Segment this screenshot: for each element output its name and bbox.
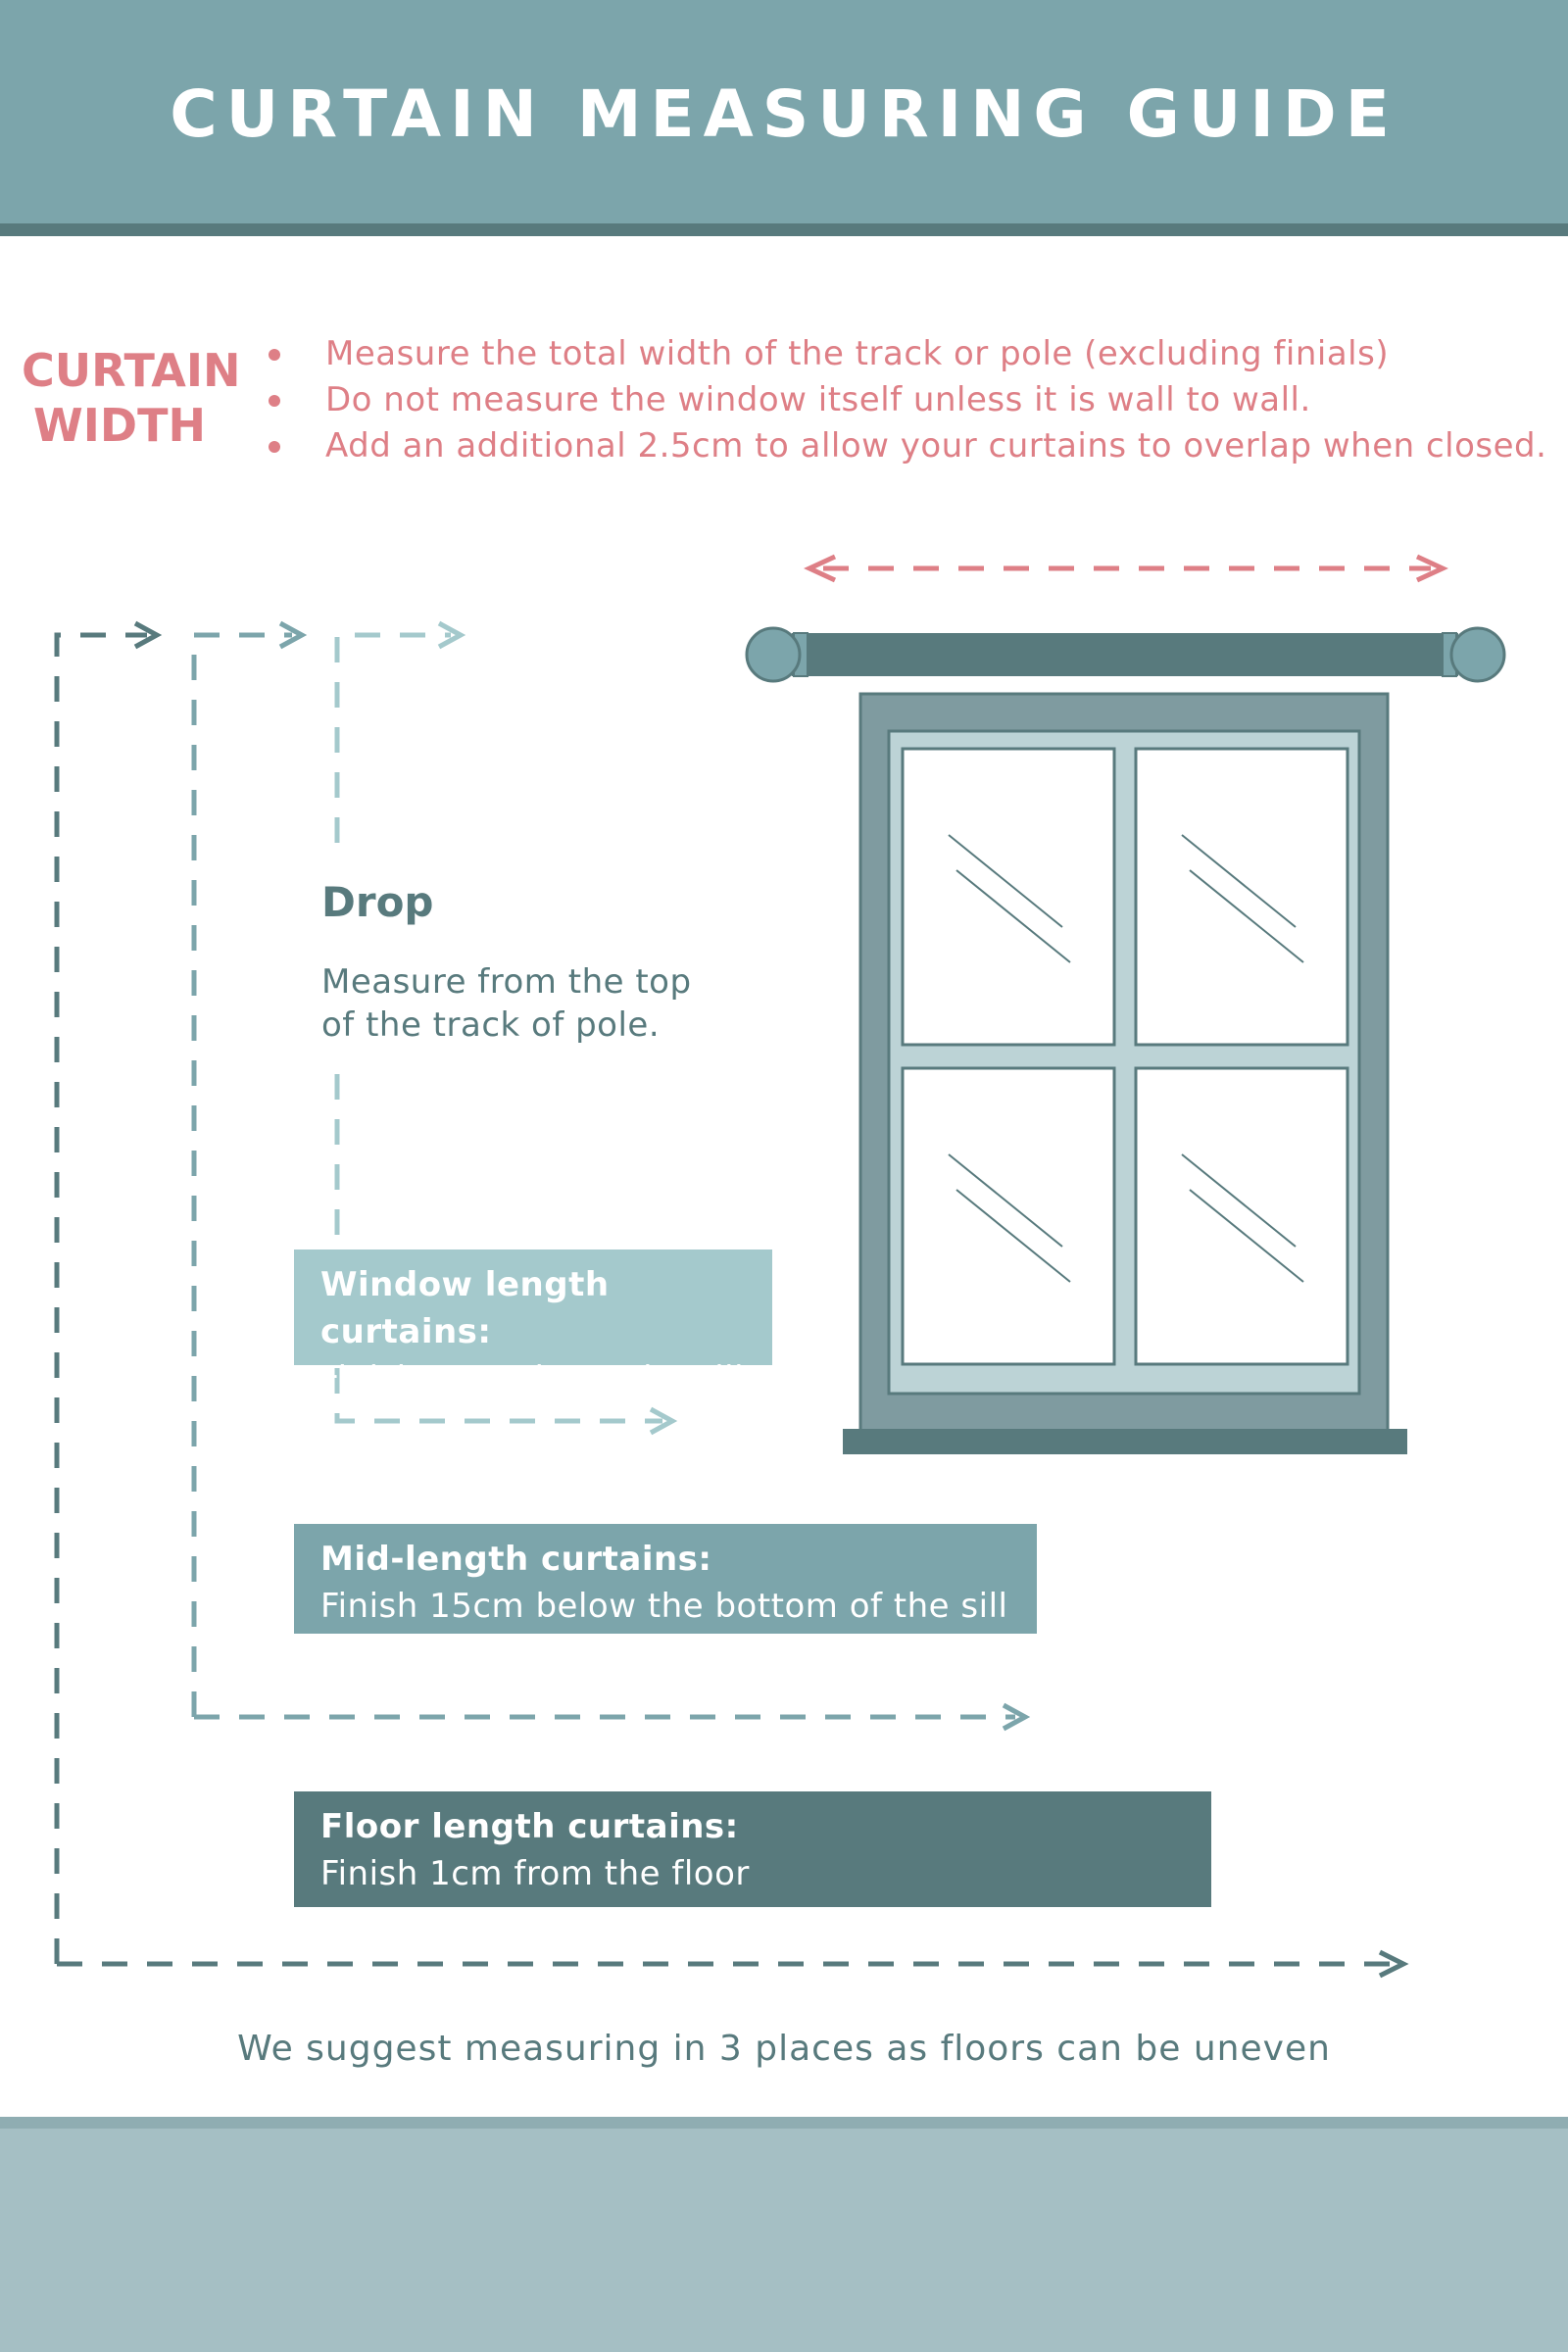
curtain-width-heading-line1: CURTAIN bbox=[22, 344, 241, 397]
curtain-pole-icon bbox=[745, 626, 1506, 683]
header-banner: CURTAIN MEASURING GUIDE bbox=[0, 0, 1568, 236]
width-instruction-item: Measure the total width of the track or … bbox=[265, 331, 1546, 377]
floor-length-box: Floor length curtains: Finish 1cm from t… bbox=[294, 1791, 1211, 1907]
width-arrow bbox=[804, 554, 1448, 583]
curtain-width-heading-line2: WIDTH bbox=[33, 399, 206, 452]
measuring-note: We suggest measuring in 3 places as floo… bbox=[237, 2029, 1331, 2069]
floor-length-guide-arrow bbox=[54, 620, 1409, 1979]
width-instructions-list: Measure the total width of the track or … bbox=[265, 331, 1546, 469]
mid-length-box: Mid-length curtains: Finish 15cm below t… bbox=[294, 1524, 1037, 1634]
mid-length-title: Mid-length curtains: bbox=[320, 1540, 712, 1579]
page-title: CURTAIN MEASURING GUIDE bbox=[170, 76, 1398, 152]
drop-heading: Drop bbox=[321, 878, 434, 926]
window-icon bbox=[843, 692, 1407, 1454]
floor-length-desc: Finish 1cm from the floor bbox=[320, 1854, 750, 1893]
width-instruction-item: Do not measure the window itself unless … bbox=[265, 377, 1546, 423]
measuring-diagram bbox=[54, 554, 1506, 1979]
footer-banner bbox=[0, 2117, 1568, 2352]
window-length-box: Window length curtains: Finish 1cm above… bbox=[294, 1250, 772, 1398]
mid-length-guide-arrow bbox=[191, 620, 1031, 1732]
drop-description-line2: of the track of pole. bbox=[321, 1005, 661, 1045]
floor-length-title: Floor length curtains: bbox=[320, 1807, 739, 1846]
width-instruction-item: Add an additional 2.5cm to allow your cu… bbox=[265, 423, 1546, 469]
window-length-title: Window length curtains: bbox=[320, 1265, 610, 1351]
mid-length-desc: Finish 15cm below the bottom of the sill bbox=[320, 1587, 1008, 1626]
drop-description: Measure from the top of the track of pol… bbox=[321, 960, 772, 1047]
drop-description-line1: Measure from the top bbox=[321, 962, 692, 1002]
curtain-width-heading: CURTAIN WIDTH bbox=[22, 343, 241, 453]
window-length-desc: Finish 1cm above the sill bbox=[320, 1359, 745, 1398]
window-length-guide-arrow bbox=[334, 620, 678, 1436]
